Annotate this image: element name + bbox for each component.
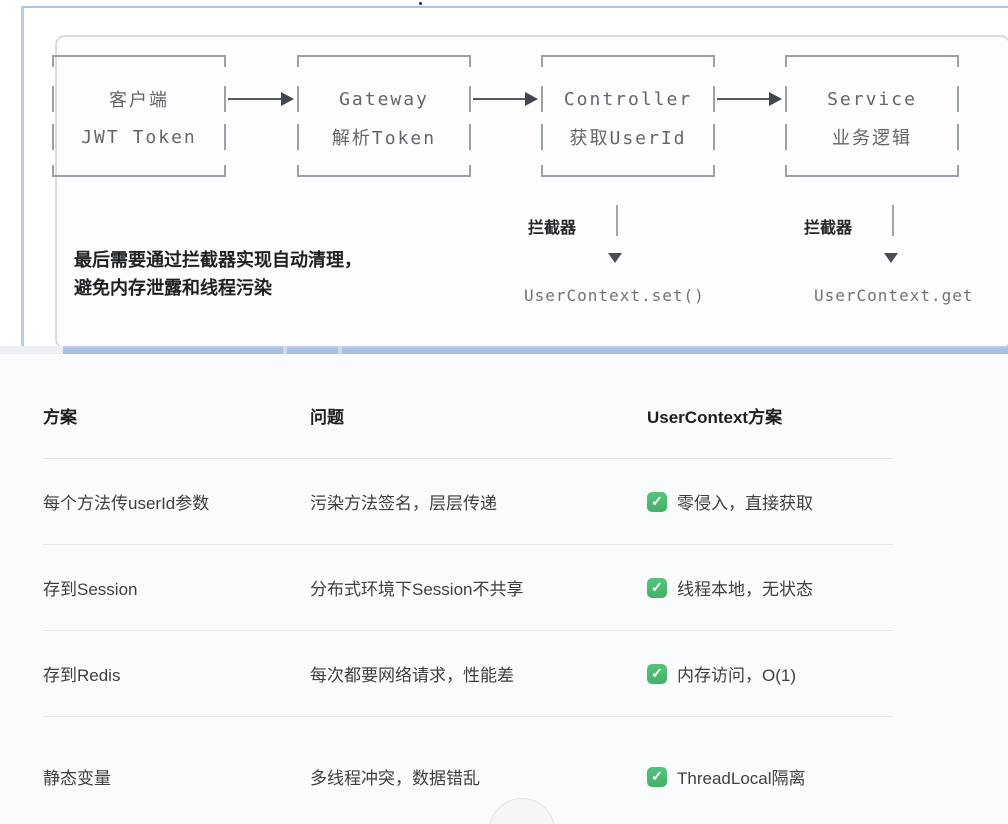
cell-scheme: 静态变量 — [43, 769, 111, 788]
diagram-box-service: Service 业务逻辑 — [785, 55, 959, 177]
diagram-box-controller: Controller 获取UserId — [541, 55, 715, 177]
cell-scheme: 每个方法传userId参数 — [43, 494, 210, 513]
blue-band — [63, 346, 1008, 354]
flow-arrow-icon — [717, 91, 782, 107]
interceptor-code: UserContext.get — [814, 286, 974, 305]
cell-problem: 多线程冲突，数据错乱 — [310, 769, 480, 788]
arrow-line — [473, 98, 525, 100]
check-icon: ✓ — [647, 766, 667, 787]
diagram-panel — [55, 35, 1008, 349]
cell-solution: ✓ ThreadLocal隔离 — [647, 764, 893, 789]
box-border-left — [297, 86, 299, 112]
box-border-right — [469, 124, 471, 150]
table-header-row: 方案 问题 UserContext方案 — [43, 356, 893, 458]
cell-solution: ✓ 零侵入，直接获取 — [647, 489, 893, 514]
band-left-segment — [0, 346, 63, 354]
box-subtitle: 业务逻辑 — [832, 128, 912, 149]
solution-text: 线程本地，无状态 — [677, 580, 813, 599]
table-row: 存到Redis 每次都要网络请求，性能差 ✓ 内存访问，O(1) — [43, 630, 893, 716]
check-icon: ✓ — [647, 663, 667, 684]
box-border-right — [957, 124, 959, 150]
interceptor-line — [616, 205, 618, 236]
table-row: 每个方法传userId参数 污染方法签名，层层传递 ✓ 零侵入，直接获取 — [43, 458, 893, 544]
interceptor-line — [892, 205, 894, 236]
box-subtitle: 解析Token — [331, 128, 437, 149]
box-subtitle: 获取UserId — [569, 128, 687, 149]
arrow-line — [717, 98, 769, 100]
interceptor-label: 拦截器 — [804, 220, 853, 237]
box-border-left — [541, 124, 543, 150]
arrow-head-icon — [281, 92, 294, 106]
cell-scheme: 存到Session — [43, 580, 138, 599]
box-border-left — [52, 124, 54, 150]
arrow-head-icon — [769, 92, 782, 106]
flow-arrow-icon — [228, 91, 294, 107]
box-border-right — [224, 86, 226, 112]
box-border-bottom — [297, 165, 471, 177]
box-border-bottom — [785, 165, 959, 177]
solution-text: ThreadLocal隔离 — [677, 769, 806, 788]
flow-arrow-icon — [473, 91, 538, 107]
cell-problem: 分布式环境下Session不共享 — [310, 580, 524, 599]
artifact-dot — [419, 2, 422, 5]
box-title: Service — [827, 88, 917, 110]
solution-text: 内存访问，O(1) — [677, 666, 796, 685]
box-border-right — [469, 86, 471, 112]
interceptor-label: 拦截器 — [528, 220, 577, 237]
diagram-box-gateway: Gateway 解析Token — [297, 55, 471, 177]
box-border-bottom — [52, 165, 226, 177]
box-subtitle: JWT Token — [81, 126, 197, 148]
arrow-down-icon — [608, 253, 622, 263]
box-title: 客户端 — [109, 90, 169, 111]
arrow-line — [228, 98, 281, 100]
arrow-down-icon — [884, 253, 898, 263]
cell-problem: 污染方法签名，层层传递 — [310, 494, 497, 513]
solution-text: 零侵入，直接获取 — [677, 494, 813, 513]
col-header-scheme: 方案 — [43, 407, 77, 427]
box-title: Gateway — [339, 88, 429, 110]
table-row: 静态变量 多线程冲突，数据错乱 ✓ ThreadLocal隔离 — [43, 716, 893, 824]
box-border-left — [297, 124, 299, 150]
arrow-head-icon — [525, 92, 538, 106]
box-border-top — [785, 55, 959, 67]
check-icon: ✓ — [647, 577, 667, 598]
band-notch — [338, 346, 342, 354]
box-border-left — [541, 86, 543, 112]
box-title: Controller — [563, 88, 693, 110]
diagram-note: 最后需要通过拦截器实现自动清理， 避免内存泄露和线程污染 — [74, 246, 362, 302]
col-header-problem: 问题 — [310, 407, 344, 427]
box-border-top — [52, 55, 226, 67]
table-row: 存到Session 分布式环境下Session不共享 ✓ 线程本地，无状态 — [43, 544, 893, 630]
cell-solution: ✓ 内存访问，O(1) — [647, 661, 893, 686]
box-border-right — [224, 124, 226, 150]
diagram-box-client: 客户端 JWT Token — [52, 55, 226, 177]
box-border-left — [785, 124, 787, 150]
table-section-background — [0, 354, 1008, 824]
box-border-right — [713, 86, 715, 112]
col-header-solution: UserContext方案 — [647, 407, 783, 427]
box-border-right — [957, 86, 959, 112]
comparison-table: 方案 问题 UserContext方案 每个方法传userId参数 污染方法签名… — [43, 356, 893, 824]
box-border-top — [297, 55, 471, 67]
note-line-1: 最后需要通过拦截器实现自动清理， — [74, 250, 362, 270]
box-border-bottom — [541, 165, 715, 177]
check-icon: ✓ — [647, 491, 667, 512]
interceptor-code: UserContext.set() — [524, 286, 705, 305]
cell-scheme: 存到Redis — [43, 666, 121, 685]
band-notch — [283, 346, 287, 354]
note-line-2: 避免内存泄露和线程污染 — [74, 278, 272, 298]
box-border-right — [713, 124, 715, 150]
box-border-top — [541, 55, 715, 67]
cell-problem: 每次都要网络请求，性能差 — [310, 666, 514, 685]
box-border-left — [785, 86, 787, 112]
cell-solution: ✓ 线程本地，无状态 — [647, 575, 893, 600]
box-border-left — [52, 86, 54, 112]
